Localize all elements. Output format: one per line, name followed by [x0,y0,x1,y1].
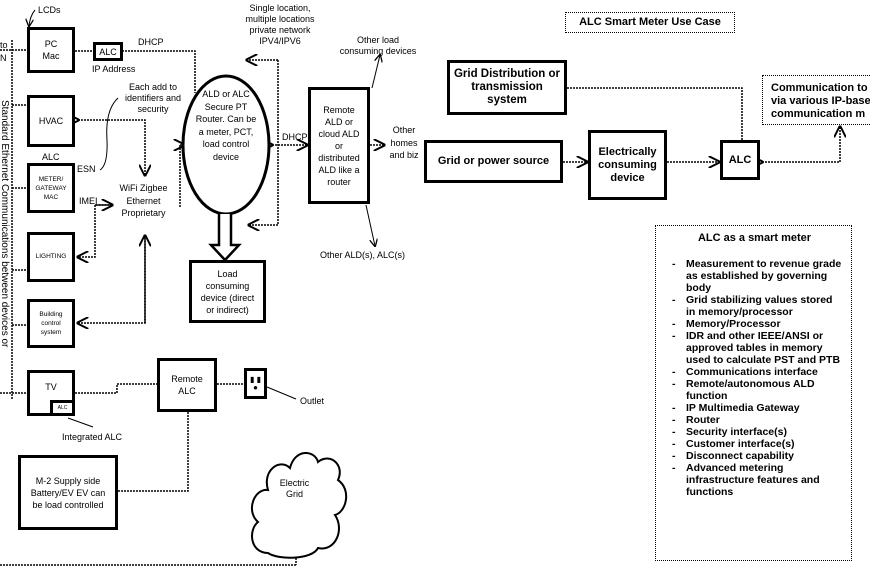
feature-item: IDR and other IEEE/ANSI or approved tabl… [672,330,843,366]
tv-label: TV [45,382,57,392]
integrated-alc-label: Integrated ALC [62,432,123,442]
edge-text-n: N [0,53,7,63]
ip-address-label: IP Address [92,64,136,74]
esn-label: ESN [77,164,96,174]
other-homes-label: Other homes and biz [389,125,419,160]
features-title: ALC as a smart meter [697,232,812,244]
feature-item: IP Multimedia Gateway [672,402,843,414]
consuming-device-box: Electrically consuming device [588,130,667,200]
feature-item: Memory/Processor [672,318,843,330]
smart-meter-features-panel: ALC as a smart meter Measurement to reve… [655,225,852,561]
router-label: ALD or ALC Secure PT Router. Can be a me… [195,89,257,162]
features-list: Measurement to revenue grade as establis… [666,258,843,498]
building-control-box: Building control system [27,299,75,348]
feature-item: Communications interface [672,366,843,378]
meter-gateway-box: METER/ GATEWAY MAC [27,163,75,213]
dhcp-top-label: DHCP [138,37,164,47]
tv-integrated-alc-box: ALC [50,400,75,416]
ethernet-vertical-label: Standard Ethernet Communications between… [0,100,10,348]
electric-grid-label: Electric Grid [279,478,310,499]
edge-text-top: to [0,40,8,50]
grid-source-box: Grid or power source [424,140,563,183]
other-load-label: Other load consuming devices [339,35,417,56]
feature-item: Advanced metering infrastructure feature… [672,462,843,498]
meter-alc-label: ALC [42,152,60,162]
lighting-box: LIGHTING [27,232,75,282]
outlet-label: Outlet [300,396,325,406]
communication-box: Communication to via various IP-base com… [762,75,870,125]
feature-item: Remote/autonomous ALD function [672,378,843,402]
wireless-protocols-label: WiFi Zigbee Ethernet Proprietary [119,183,168,218]
imei-label: IMEI [79,196,98,206]
other-ald-label: Other ALD(s), ALC(s) [320,250,406,260]
grid-distribution-box: Grid Distribution or transmission system [447,60,567,115]
pc-mac-box: PC Mac [27,27,75,73]
use-case-title: ALC Smart Meter Use Case [565,12,735,33]
alc-box: ALC [720,140,760,180]
hvac-box: HVAC [27,95,75,147]
electric-grid-cloud [251,452,348,559]
alc-small-box: ALC [93,42,123,61]
feature-item: Disconnect capability [672,450,843,462]
remote-ald-box: Remote ALD or cloud ALD or distributed A… [308,87,370,204]
m2-supply-box: M-2 Supply side Battery/EV EV can be loa… [18,455,118,530]
feature-item: Security interface(s) [672,426,843,438]
communication-label: Communication to via various IP-base com… [771,82,870,120]
outlet-icon: ▮ ▮● [244,368,267,399]
feature-item: Grid stabilizing values stored in memory… [672,294,843,318]
identifiers-note: Each add to identifiers and security [124,82,182,114]
dhcp-mid-label: DHCP [282,132,308,142]
down-arrow-icon [208,214,242,262]
lcds-label: LCDs [38,5,61,15]
feature-item: Customer interface(s) [672,438,843,450]
load-consuming-device-box: Load consuming device (direct or indirec… [189,260,266,323]
feature-item: Measurement to revenue grade as establis… [672,258,843,294]
remote-alc-box: Remote ALC [157,358,217,412]
feature-item: Router [672,414,843,426]
network-note: Single location, multiple locations priv… [245,3,315,46]
